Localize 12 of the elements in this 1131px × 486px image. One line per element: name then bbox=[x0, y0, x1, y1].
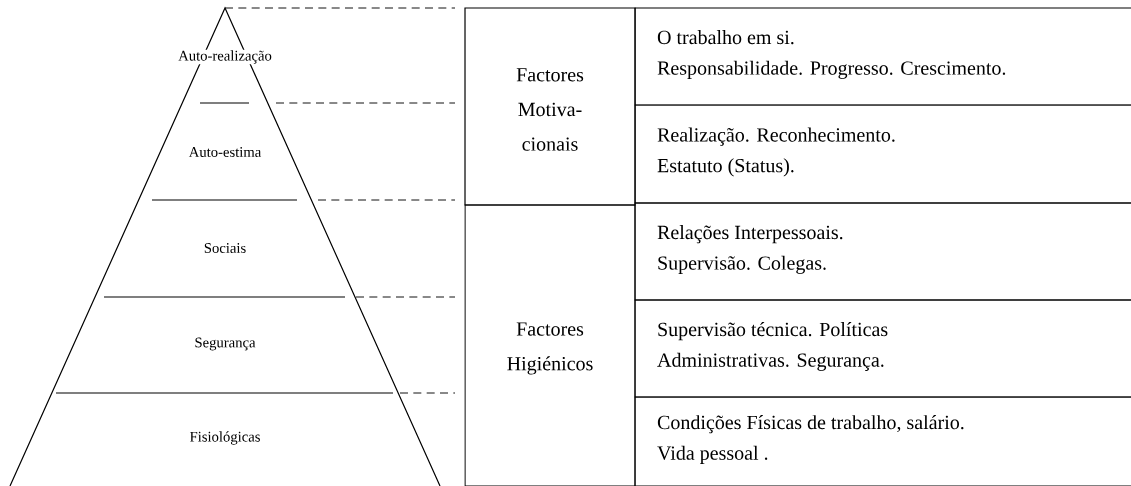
table-cell: Relações Interpessoais. Supervisão. Colegas. bbox=[634, 202, 1131, 301]
pyramid-level: Fisiológicas bbox=[188, 430, 262, 446]
table-cell: Supervisão técnica. Políticas Administrativas. Segurança. bbox=[634, 299, 1131, 398]
table-cell: O trabalho em si. Responsabilidade. Progresso. Crescimento. bbox=[634, 7, 1131, 106]
factor-cell: Factores Motiva- cionais bbox=[464, 7, 636, 206]
table-cell: Condições Físicas de trabalho, salário. Vida pessoal . bbox=[634, 396, 1131, 486]
pyramid-level: Segurança bbox=[193, 336, 257, 352]
factor-cell: Factores Higiénicos bbox=[464, 204, 636, 486]
pyramid-level: Sociais bbox=[203, 242, 247, 254]
pyramid-level: Auto-estima bbox=[188, 146, 262, 158]
table-cell: Realização. Reconhecimento. Estatuto (Status). bbox=[634, 104, 1131, 204]
pyramid-level: Auto-realização bbox=[177, 49, 273, 65]
